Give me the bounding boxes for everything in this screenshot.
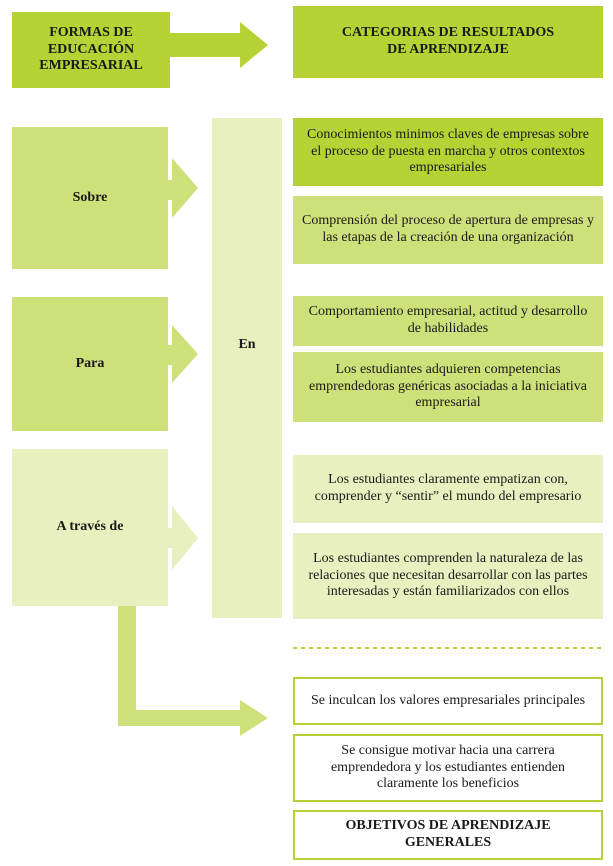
form-sobre: Sobre (12, 127, 168, 269)
en-column: En (212, 118, 282, 618)
forms-header: FORMAS DE EDUCACIÓN EMPRESARIAL (12, 12, 170, 88)
traves-arrow (168, 506, 198, 570)
outcome-box: Comprensión del proceso de apertura de e… (293, 196, 603, 264)
outcome-box: Los estudiantes adquieren competencias e… (293, 352, 603, 422)
objective-box: Se consigue motivar hacia una carrera em… (293, 734, 603, 802)
outcomes-header: CATEGORIAS DE RESULTADOS DE APRENDIZAJE (293, 6, 603, 78)
outcome-box: Los estudiantes comprenden la naturaleza… (293, 533, 603, 619)
objectives-title: OBJETIVOS DE APRENDIZAJE GENERALES (293, 810, 603, 860)
para-arrow (168, 325, 198, 383)
header-arrow (170, 22, 268, 68)
outcome-box: Los estudiantes claramente empatizan con… (293, 455, 603, 523)
form-a-traves-de: A través de (12, 449, 168, 606)
form-para: Para (12, 297, 168, 431)
outcome-box: Conocimientos minimos claves de empresas… (293, 118, 603, 186)
objective-box: Se inculcan los valores empresariales pr… (293, 677, 603, 725)
outcome-box: Comportamiento empresarial, actitud y de… (293, 296, 603, 346)
objectives-elbow-arrow (118, 606, 268, 736)
sobre-arrow (168, 158, 198, 218)
